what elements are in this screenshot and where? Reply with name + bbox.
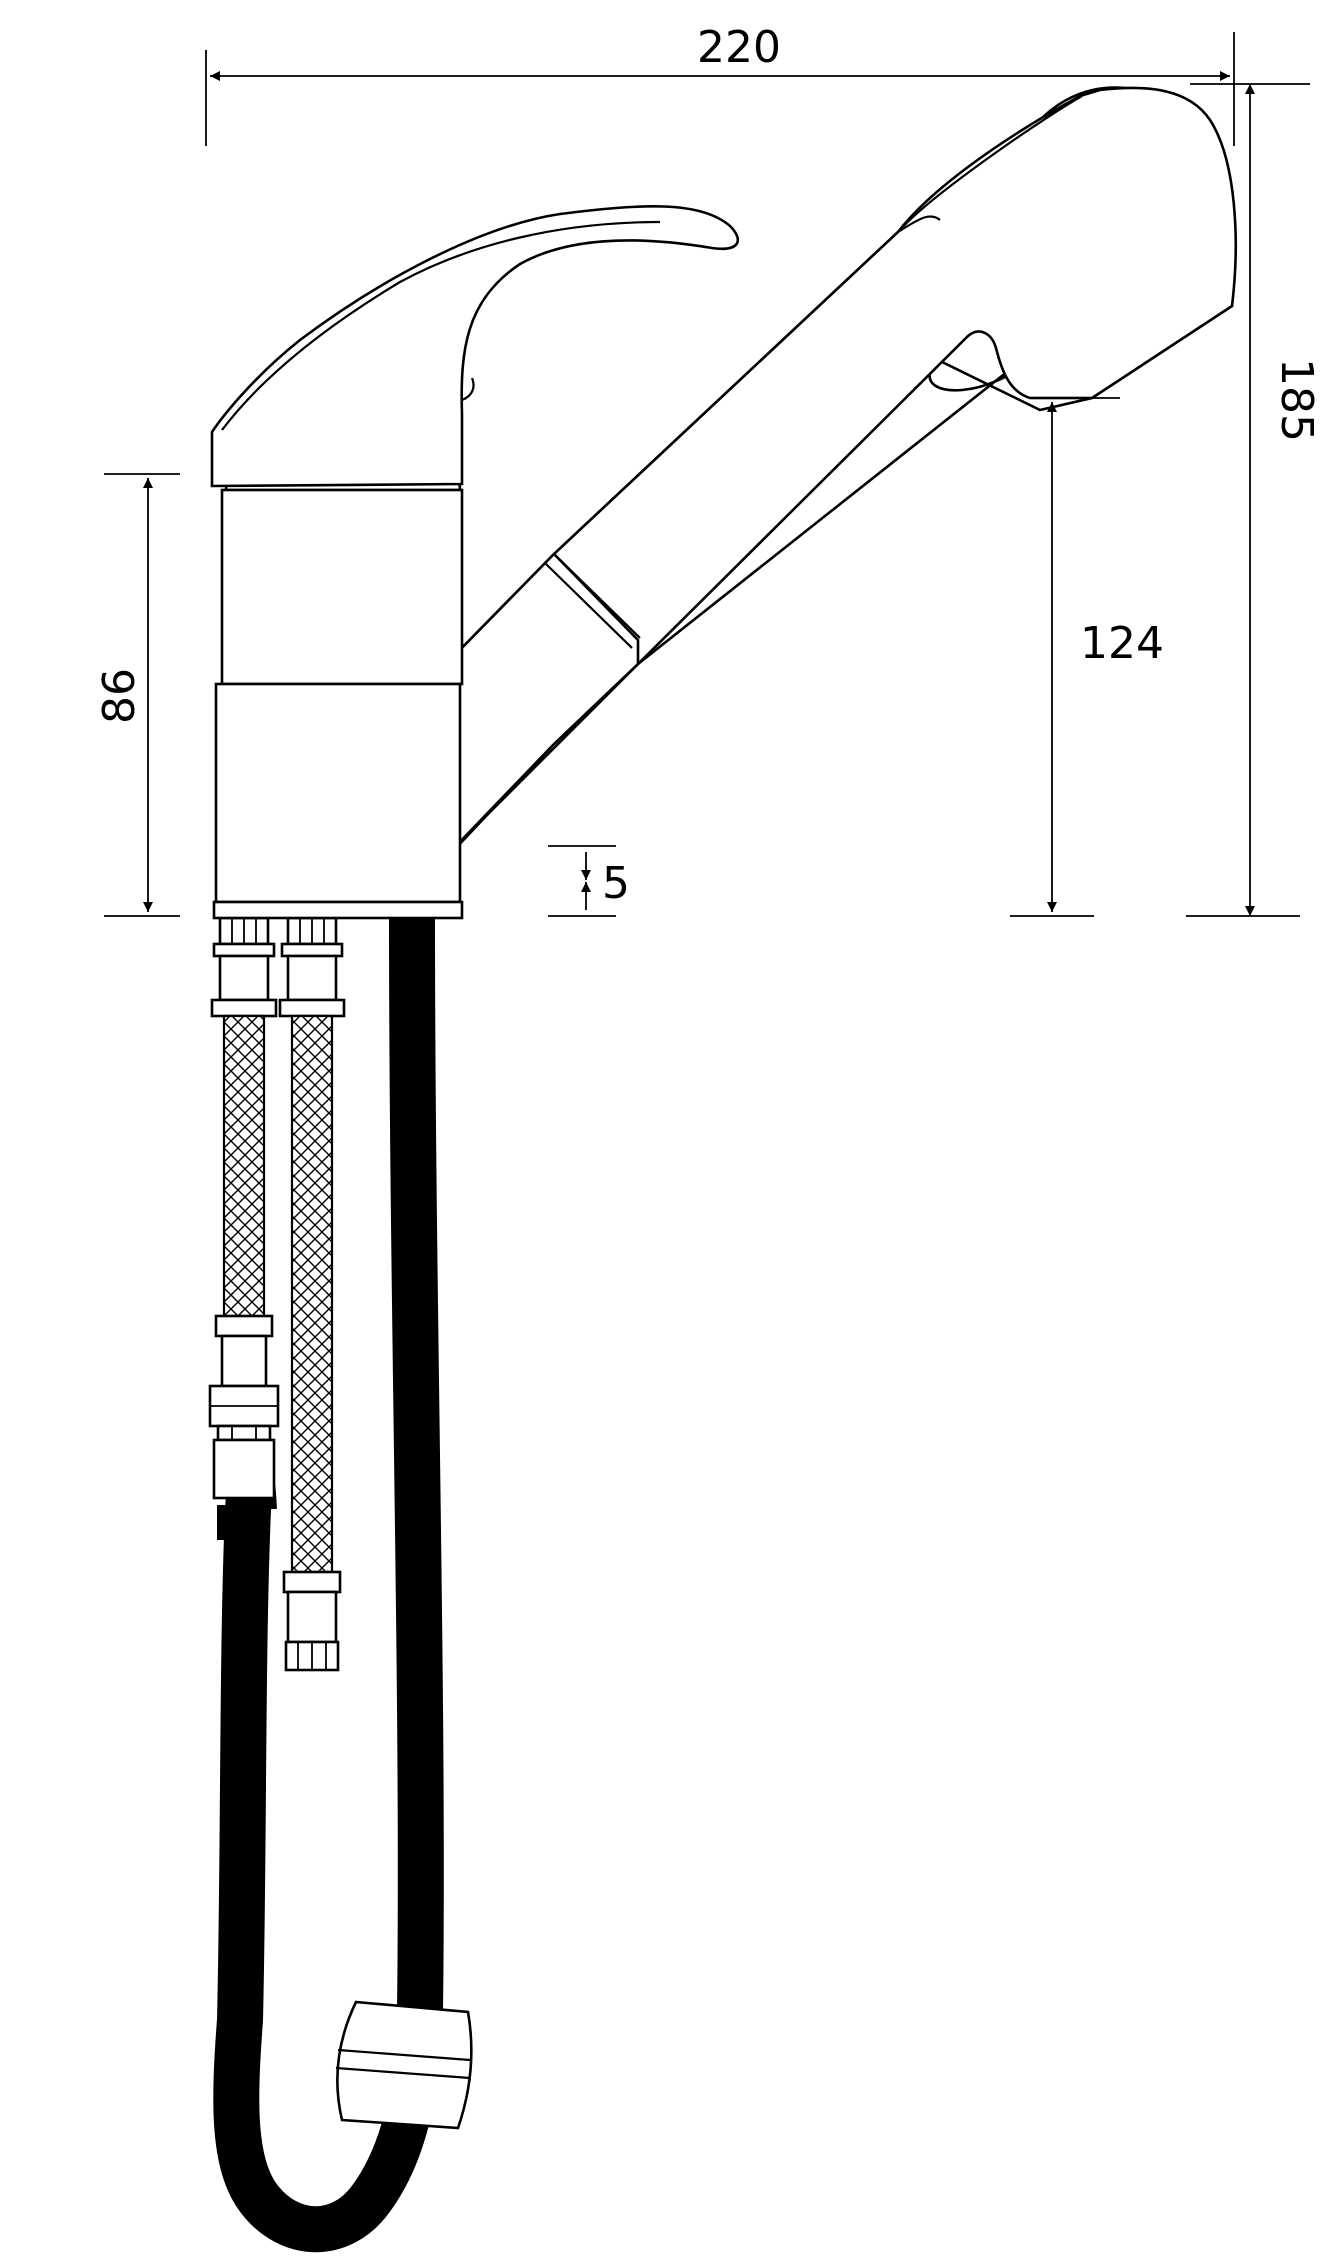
dimension-body-height-label: 86	[94, 668, 145, 724]
dimension-base-thickness-label: 5	[602, 858, 630, 909]
dimension-body-height	[104, 473, 180, 917]
supply-hose-right	[278, 916, 346, 1672]
dimension-total-height	[1186, 84, 1300, 917]
lever-handle	[210, 205, 740, 488]
dimension-total-height-label: 185	[1271, 358, 1322, 442]
hose-weight	[335, 2000, 473, 2130]
faucet-body	[212, 472, 464, 920]
dimension-base-thickness	[548, 845, 616, 917]
dimension-spout-height-label: 124	[1080, 618, 1164, 669]
dimension-spout-height	[1010, 397, 1120, 917]
pull-out-spray-head	[452, 86, 1237, 854]
supply-hose-left	[208, 916, 280, 1500]
pull-out-hose	[213, 917, 444, 2253]
dimension-width-label: 220	[697, 22, 781, 73]
